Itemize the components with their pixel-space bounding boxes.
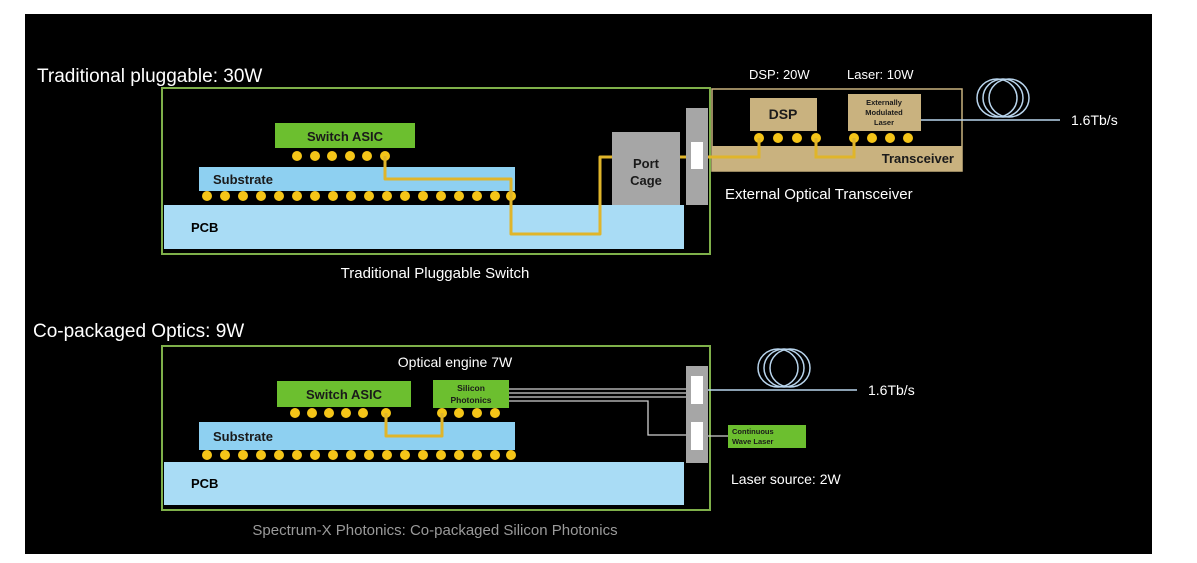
bottom-heading: Co-packaged Optics: 9W (33, 321, 244, 342)
bottom-signal-trace (384, 413, 444, 438)
cpo-diagram: Traditional pluggable: 30W PCB Substrate… (33, 66, 1118, 539)
eml-label-line2: Modulated (865, 108, 903, 117)
cw-laser-label-line1: Continuous (732, 427, 774, 436)
top-switch-asic-label: Switch ASIC (307, 129, 384, 144)
top-pcb (164, 205, 684, 249)
bottom-rate-label: 1.6Tb/s (868, 382, 915, 398)
top-fiber-coil (976, 78, 1030, 118)
port-cage-label-line1: Port (633, 156, 660, 171)
top-signal-trace (383, 155, 697, 236)
silicon-photonics-chip (433, 380, 509, 408)
cw-laser-chip (728, 425, 806, 448)
external-transceiver-label: External Optical Transceiver (725, 186, 913, 203)
internal-fibers (509, 388, 687, 436)
laser-source-label: Laser source: 2W (731, 471, 841, 487)
transceiver-label: Transceiver (882, 151, 954, 166)
bottom-connector-port-laser (691, 422, 703, 450)
bottom-fiber-coil (757, 348, 811, 388)
bottom-pcb-label: PCB (191, 476, 218, 491)
transceiver-trace-b (814, 138, 856, 159)
port-cage-label-line2: Cage (630, 173, 662, 188)
dsp-power-label: DSP: 20W (749, 67, 810, 82)
bottom-substrate (199, 422, 515, 450)
bottom-substrate-label: Substrate (213, 429, 273, 444)
bottom-caption: Spectrum-X Photonics: Co-packaged Silico… (252, 522, 617, 539)
transceiver-balls (754, 133, 913, 143)
eml-label-line3: Laser (874, 118, 894, 127)
top-caption: Traditional Pluggable Switch (341, 265, 530, 282)
top-asic-balls (292, 151, 390, 161)
top-rate-label: 1.6Tb/s (1071, 112, 1118, 128)
dsp-chip (750, 98, 817, 131)
top-pcb-label: PCB (191, 220, 218, 235)
dsp-label: DSP (769, 106, 798, 122)
silicon-photonics-label-line2: Photonics (450, 395, 491, 405)
sip-balls (437, 408, 500, 418)
cw-laser-label-line2: Wave Laser (732, 437, 773, 446)
bottom-asic-balls (290, 408, 391, 418)
optical-engine-label: Optical engine 7W (398, 354, 513, 370)
bottom-switch-asic-label: Switch ASIC (306, 387, 383, 402)
transceiver-trace-a (708, 138, 761, 159)
top-switch-frame (161, 87, 711, 255)
top-substrate-label: Substrate (213, 172, 273, 187)
silicon-photonics-label-line1: Silicon (457, 383, 485, 393)
top-substrate-balls (202, 191, 516, 201)
top-switch-asic (275, 123, 415, 148)
laser-power-label: Laser: 10W (847, 67, 914, 82)
port-cage (612, 132, 680, 205)
bottom-connector-port-fiber (691, 376, 703, 404)
top-heading: Traditional pluggable: 30W (37, 66, 262, 87)
eml-chip (848, 94, 921, 131)
bottom-switch-asic (277, 381, 411, 407)
bottom-substrate-balls (202, 450, 516, 460)
eml-label-line1: Externally (866, 98, 903, 107)
diagram-canvas: Traditional pluggable: 30W PCB Substrate… (25, 14, 1152, 554)
cpo-switch-frame (161, 345, 711, 511)
bottom-pcb (164, 462, 684, 505)
top-connector-port (691, 142, 703, 169)
